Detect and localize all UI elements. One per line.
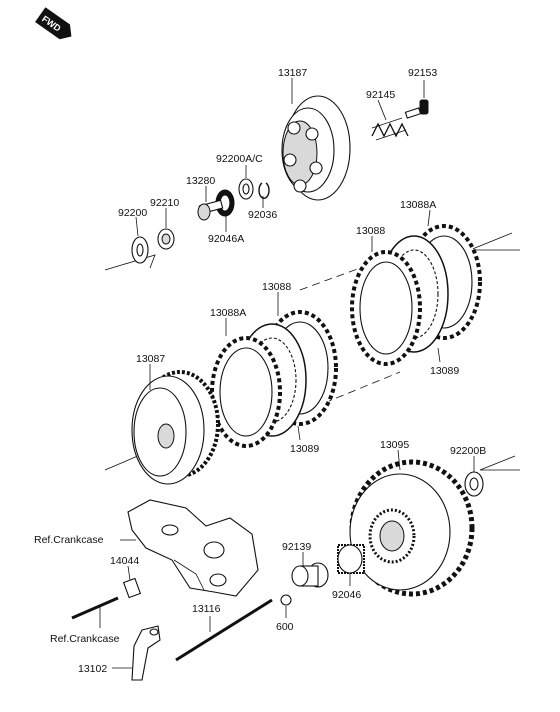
label-92046a: 92046A xyxy=(208,233,244,245)
needle-bearing-92046a xyxy=(215,189,235,232)
label-92145: 92145 xyxy=(366,89,395,101)
hub-nut xyxy=(157,208,175,250)
friction-plate-stack-left xyxy=(210,292,338,448)
label-13187: 13187 xyxy=(278,67,307,79)
label-92046: 92046 xyxy=(332,589,361,601)
push-rod xyxy=(175,598,273,662)
label-13088a-top: 13088A xyxy=(400,199,436,211)
label-92200ac: 92200A/C xyxy=(216,153,263,165)
sleeve-92139 xyxy=(291,552,329,588)
washer-92200 xyxy=(131,216,149,264)
friction-plate-stack-right xyxy=(350,209,482,366)
label-13102: 13102 xyxy=(78,663,107,675)
crankcase-bolt xyxy=(71,596,119,628)
needle-bearing-92046 xyxy=(337,544,365,586)
label-13088a-mid: 13088A xyxy=(210,307,246,319)
cover-14044 xyxy=(122,565,142,599)
label-ref-crankcase-1: Ref.Crankcase xyxy=(34,534,104,546)
label-92210: 92210 xyxy=(150,197,179,209)
label-13280: 13280 xyxy=(186,175,215,187)
washer-92200ac xyxy=(238,165,254,200)
release-lever-shaft xyxy=(112,625,161,681)
label-600: 600 xyxy=(276,621,294,633)
label-13088-mid: 13088 xyxy=(262,281,291,293)
clutch-spring xyxy=(371,99,409,141)
label-13087: 13087 xyxy=(136,353,165,365)
label-92200b: 92200B xyxy=(450,445,486,457)
label-13089-left: 13089 xyxy=(290,443,319,455)
part-labels: 13187 92153 92145 92200A/C 13280 92210 9… xyxy=(34,67,486,675)
label-13095: 13095 xyxy=(380,439,409,451)
thrust-washer-92200b xyxy=(464,456,484,497)
label-92036: 92036 xyxy=(248,209,277,221)
clutch-hub xyxy=(349,449,475,597)
label-13088-top: 13088 xyxy=(356,225,385,237)
steel-ball xyxy=(280,594,292,618)
spring-bolt xyxy=(404,80,429,119)
snap-ring xyxy=(258,182,270,208)
label-92200: 92200 xyxy=(118,207,147,219)
label-14044: 14044 xyxy=(110,555,139,567)
pressure-plate xyxy=(281,78,351,201)
label-92139: 92139 xyxy=(282,541,311,553)
label-13116: 13116 xyxy=(192,603,221,615)
crankcase-section xyxy=(120,499,259,597)
clutch-housing-gear xyxy=(131,364,220,485)
label-92153: 92153 xyxy=(408,67,437,79)
fwd-badge: FWD xyxy=(35,7,72,40)
clutch-pusher xyxy=(197,186,224,221)
label-13089-right: 13089 xyxy=(430,365,459,377)
label-ref-crankcase-2: Ref.Crankcase xyxy=(50,633,120,645)
